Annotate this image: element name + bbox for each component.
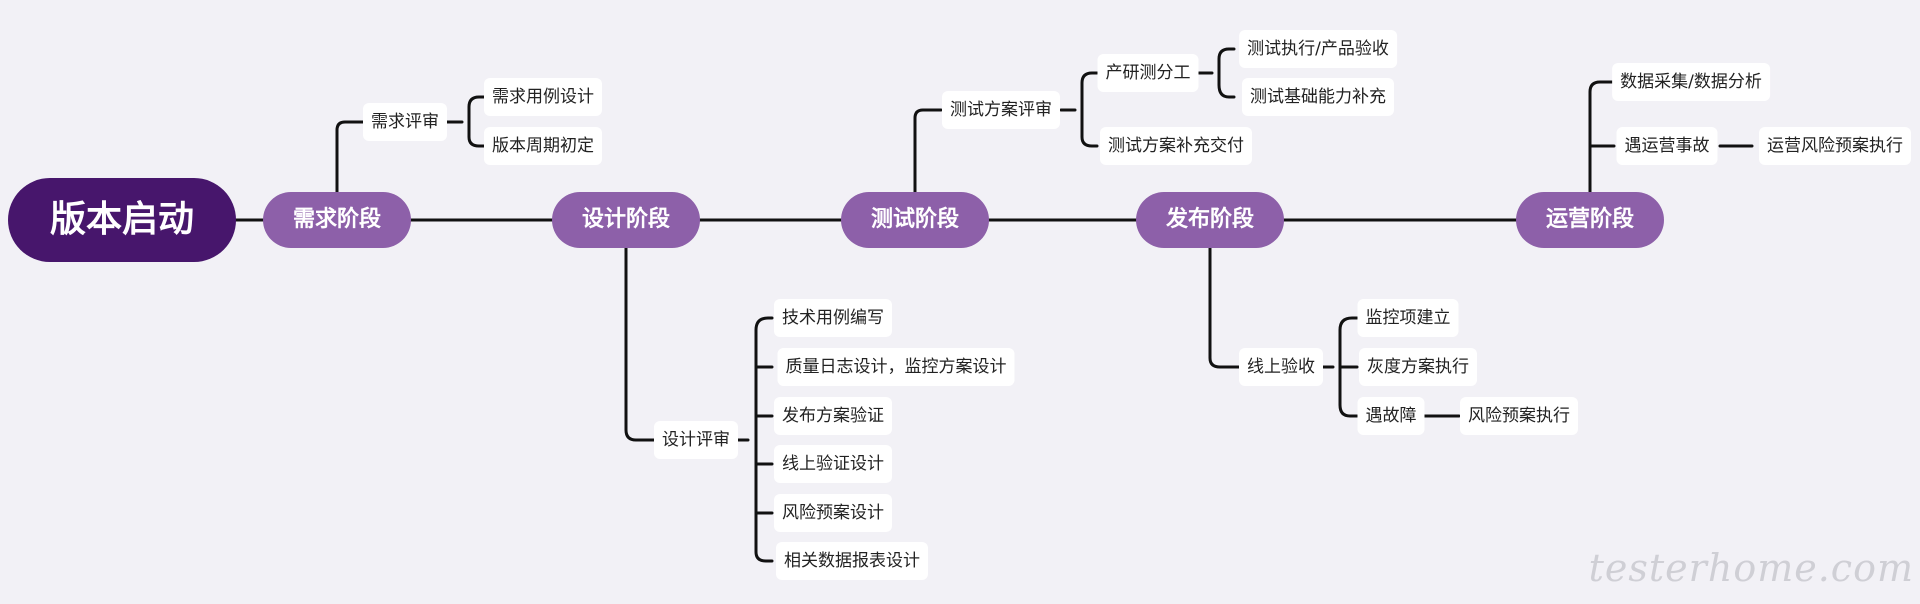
node-req-usecase-design[interactable]: 需求用例设计 [484,78,602,116]
node-ops-incident[interactable]: 遇运营事故 [1616,127,1718,165]
node-fault[interactable]: 遇故障 [1357,397,1425,435]
node-test-division[interactable]: 产研测分工 [1097,54,1199,92]
node-design-item-3[interactable]: 发布方案验证 [774,397,892,435]
watermark: testerhome.com [1588,546,1914,590]
stage-requirements[interactable]: 需求阶段 [263,192,411,248]
connector-division-items [1197,47,1236,99]
connector-online-items [1320,316,1359,418]
connector-req-review [335,120,368,194]
connector-req-items [442,95,486,148]
stage-operations[interactable]: 运营阶段 [1516,192,1664,248]
stage-release[interactable]: 发布阶段 [1136,192,1284,248]
node-test-capability[interactable]: 测试基础能力补充 [1242,78,1394,116]
node-req-cycle[interactable]: 版本周期初定 [484,127,602,165]
stage-testing[interactable]: 测试阶段 [841,192,989,248]
node-design-item-2[interactable]: 质量日志设计，监控方案设计 [777,348,1015,386]
node-gray-release[interactable]: 灰度方案执行 [1359,348,1477,386]
node-req-review[interactable]: 需求评审 [363,103,447,141]
connector-design-items [736,316,774,563]
node-design-review[interactable]: 设计评审 [654,421,738,459]
connector-test-items [1059,71,1099,148]
connector-design-review [624,246,658,442]
node-design-item-6[interactable]: 相关数据报表设计 [776,542,928,580]
node-ops-data[interactable]: 数据采集/数据分析 [1612,63,1770,101]
node-online-check[interactable]: 线上验收 [1239,348,1323,386]
node-fault-action[interactable]: 风险预案执行 [1460,397,1578,435]
node-test-execution[interactable]: 测试执行/产品验收 [1239,30,1397,68]
node-test-plan-review[interactable]: 测试方案评审 [942,91,1060,129]
node-design-item-4[interactable]: 线上验证设计 [774,445,892,483]
connector-test-review [913,108,943,194]
stage-design[interactable]: 设计阶段 [552,192,700,248]
connector-ops [1588,80,1616,194]
node-design-item-1[interactable]: 技术用例编写 [774,299,892,337]
root-node[interactable]: 版本启动 [8,178,236,262]
node-design-item-5[interactable]: 风险预案设计 [774,494,892,532]
node-test-plan-delivery[interactable]: 测试方案补充交付 [1100,127,1252,165]
connector-online-check [1208,246,1242,369]
node-ops-incident-action[interactable]: 运营风险预案执行 [1759,127,1911,165]
node-monitor-setup[interactable]: 监控项建立 [1357,299,1459,337]
